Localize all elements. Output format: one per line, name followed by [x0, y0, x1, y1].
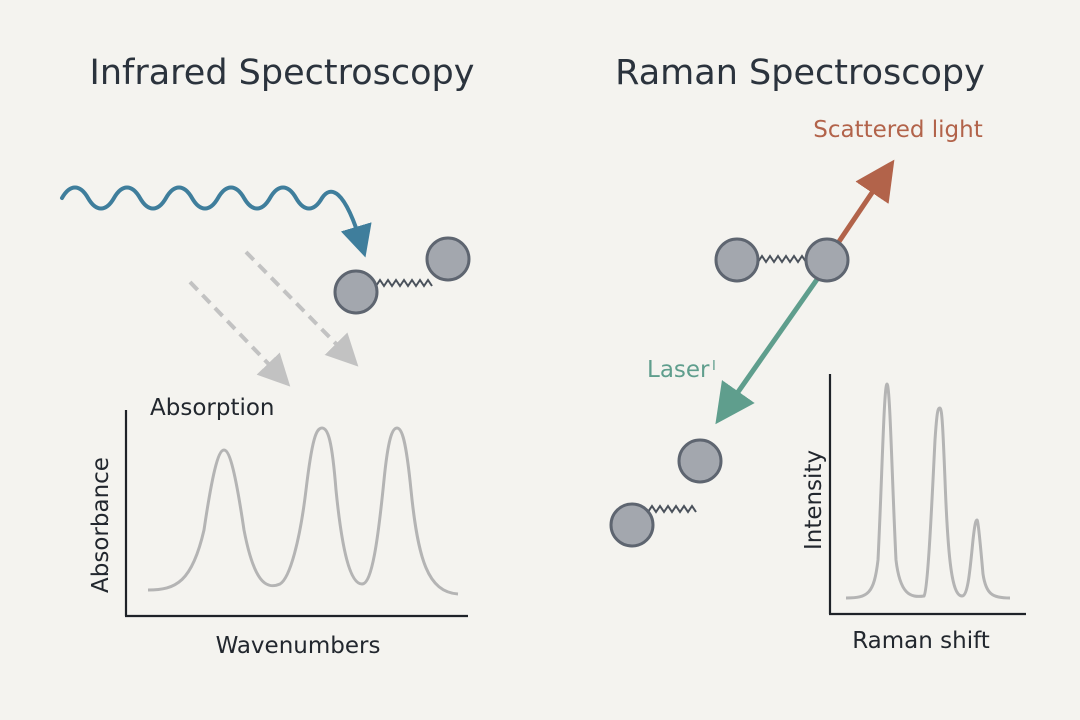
- raman-molecule-top: [714, 237, 850, 283]
- molecule-atom: [609, 502, 655, 548]
- infrared-panel: Infrared Spectroscopy Absorption Absorba…: [60, 53, 475, 659]
- raman-shift-axis-label: Raman shift: [852, 628, 990, 654]
- laser-arrow: [715, 276, 821, 425]
- absorption-label: Absorption: [150, 395, 275, 421]
- molecule-atom: [714, 237, 760, 283]
- dashed-arrow-left: [188, 280, 291, 387]
- infrared-title: Infrared Spectroscopy: [90, 53, 475, 93]
- raman-spectrum-plot: Intensity Raman shift: [801, 374, 1026, 654]
- molecule-atom: [425, 236, 471, 282]
- infrared-spectrum-plot: Absorption Absorbance Wavenumbers: [88, 395, 468, 659]
- raman-molecule-bottom: [609, 438, 723, 548]
- infrared-molecule: [333, 236, 471, 315]
- raman-title: Raman Spectroscopy: [615, 53, 985, 93]
- dashed-arrow-right: [244, 250, 359, 367]
- intensity-axis-label: Intensity: [801, 450, 827, 550]
- molecule-bond-spring: [375, 278, 433, 288]
- molecule-atom: [333, 269, 379, 315]
- infrared-light-wave: [60, 185, 372, 258]
- wavenumbers-axis-label: Wavenumbers: [216, 633, 381, 659]
- intensity-curve: [845, 382, 1011, 600]
- molecule-atom: [677, 438, 723, 484]
- laser-label: Laser: [647, 357, 710, 383]
- molecule-bond-spring: [647, 504, 697, 514]
- molecule-atom: [804, 237, 850, 283]
- scattered-light-arrow: [833, 159, 895, 248]
- scattered-light-label: Scattered light: [813, 117, 983, 143]
- absorbance-axis-label: Absorbance: [88, 457, 114, 593]
- laser-mark: I: [712, 359, 716, 374]
- absorbance-curve: [147, 426, 459, 596]
- raman-panel: Raman Spectroscopy Scattered light Laser…: [609, 53, 1026, 654]
